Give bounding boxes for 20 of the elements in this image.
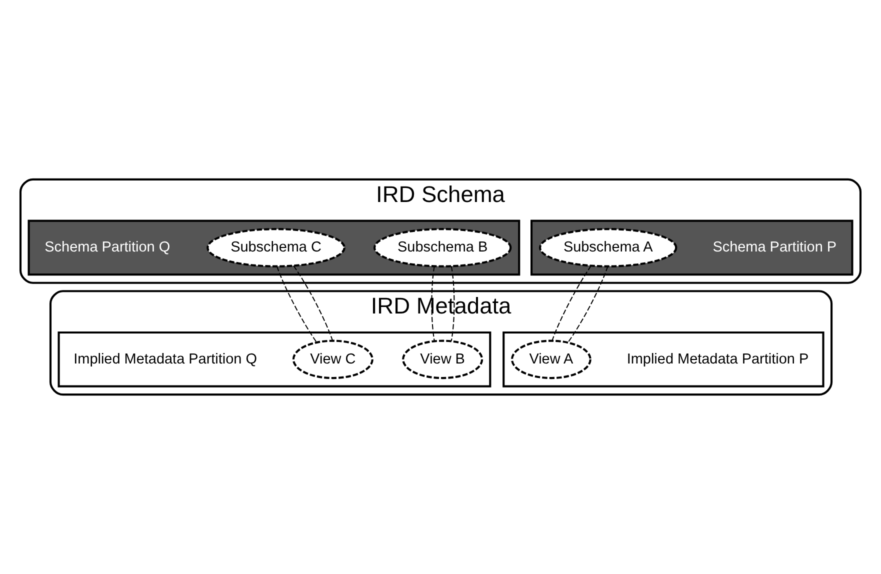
node-ellipse: Subschema B <box>373 228 512 268</box>
connector <box>431 266 435 342</box>
node-label: Schema Partition P <box>712 240 837 256</box>
node-label: Schema Partition Q <box>44 240 170 256</box>
connector <box>450 266 455 342</box>
connector <box>276 266 317 343</box>
connector <box>568 266 608 343</box>
cluster <box>502 331 824 388</box>
connector <box>552 266 592 341</box>
cluster <box>530 220 854 276</box>
cluster <box>28 220 520 276</box>
connector <box>293 266 334 341</box>
node-label: Implied Metadata Partition P <box>626 351 809 368</box>
node-ellipse: View C <box>292 340 374 380</box>
node-ellipse: Subschema A <box>539 228 678 268</box>
node-label: Implied Metadata Partition Q <box>74 351 258 368</box>
node-ellipse: View B <box>402 340 484 380</box>
node-ellipse: Subschema C <box>206 228 346 268</box>
node-ellipse: View A <box>510 340 592 380</box>
cluster <box>58 331 492 388</box>
